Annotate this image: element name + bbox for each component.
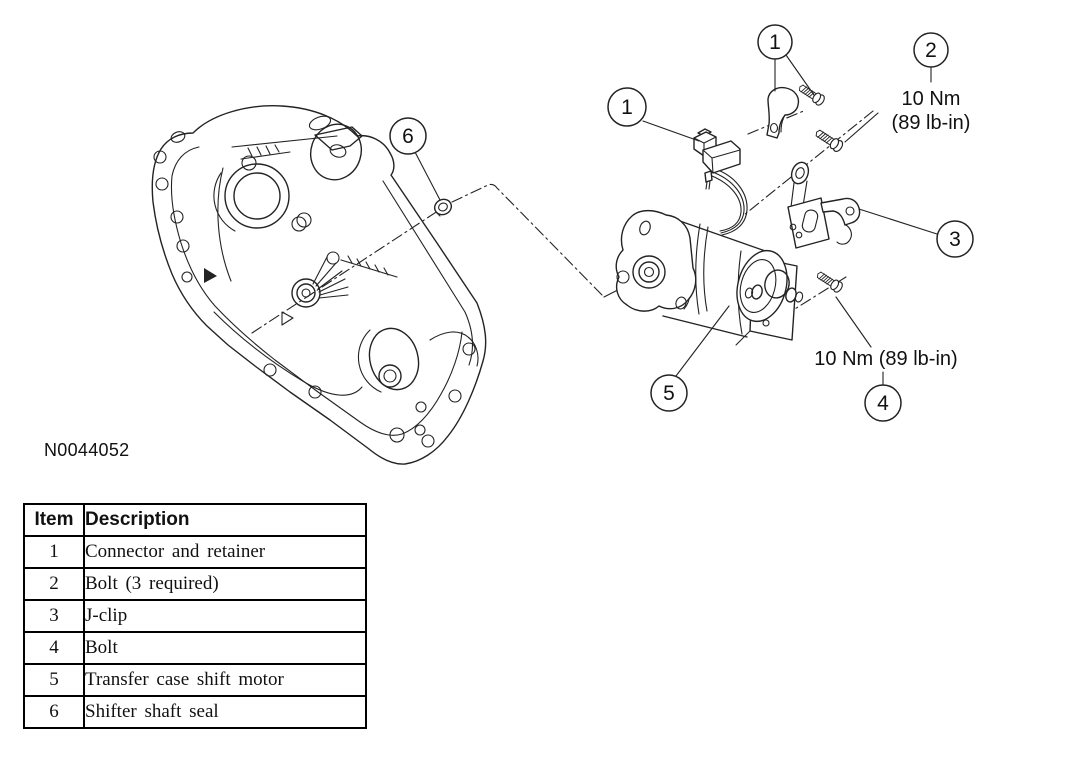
item-description: Bolt bbox=[83, 631, 367, 665]
table-row: 5 Transfer case shift motor bbox=[23, 663, 367, 697]
table-row: 4 Bolt bbox=[23, 631, 367, 665]
leader-callout5 bbox=[675, 305, 730, 377]
housing-upper-bore bbox=[213, 155, 307, 232]
callout-2: 2 bbox=[913, 32, 949, 68]
callout-1-top: 1 bbox=[757, 24, 793, 60]
transfer-case-shift-motor bbox=[615, 209, 804, 346]
housing-flange-inner-line bbox=[170, 146, 463, 436]
housing-outline bbox=[151, 105, 487, 465]
torque-spec-top-line2: (89 lb-in) bbox=[891, 112, 971, 134]
j-clip-bracket bbox=[787, 161, 861, 249]
table-row: 2 Bolt (3 required) bbox=[23, 567, 367, 601]
callout-1-top-number: 1 bbox=[769, 31, 781, 54]
bent-centerline bbox=[451, 183, 605, 298]
header-description: Description bbox=[83, 503, 367, 537]
motor-front-flange bbox=[615, 209, 697, 312]
callout-4: 4 bbox=[864, 384, 902, 422]
callout-5: 5 bbox=[650, 374, 688, 412]
item-number: 4 bbox=[23, 631, 85, 665]
bolt-middle bbox=[815, 129, 844, 153]
item-description: Transfer case shift motor bbox=[83, 663, 367, 697]
transfer-case-housing bbox=[151, 105, 487, 465]
exploded-view-diagram: 6 1 1 2 3 5 4 bbox=[151, 24, 974, 465]
connector-retainer-clip bbox=[766, 86, 800, 139]
item-number: 5 bbox=[23, 663, 85, 697]
table-row: 3 J-clip bbox=[23, 599, 367, 633]
leader-torque-bottom-to-bolt bbox=[835, 296, 872, 348]
callout-3-number: 3 bbox=[949, 228, 961, 251]
leader-lines bbox=[414, 54, 938, 386]
leader-callout1-top-b bbox=[785, 54, 815, 96]
callout-4-number: 4 bbox=[877, 392, 889, 415]
callout-1-left: 1 bbox=[607, 87, 647, 127]
housing-lower-bore bbox=[357, 327, 420, 393]
bolt-lower bbox=[817, 271, 843, 293]
callout-3: 3 bbox=[936, 220, 974, 258]
leader-torque-top-to-bolt bbox=[844, 112, 879, 143]
bolt-top bbox=[799, 84, 825, 106]
item-description: Connector and retainer bbox=[83, 535, 367, 569]
header-item: Item bbox=[23, 503, 85, 537]
item-description: Shifter shaft seal bbox=[83, 695, 367, 729]
item-number: 2 bbox=[23, 567, 85, 601]
table-header-row: Item Description bbox=[23, 503, 367, 537]
table-row: 6 Shifter shaft seal bbox=[23, 695, 367, 729]
item-description: J-clip bbox=[83, 599, 367, 633]
wire-harness bbox=[711, 169, 748, 236]
parts-table: Item Description 1 Connector and retaine… bbox=[23, 503, 367, 729]
callout-2-number: 2 bbox=[925, 39, 937, 62]
bracket-axis-centerline bbox=[743, 110, 874, 216]
leader-callout3 bbox=[858, 208, 938, 235]
callout-1-left-number: 1 bbox=[621, 96, 633, 119]
torque-spec-bottom: 10 Nm (89 lb-in) bbox=[814, 348, 958, 370]
callout-5-number: 5 bbox=[663, 382, 675, 405]
table-row: 1 Connector and retainer bbox=[23, 535, 367, 569]
leader-callout1-left bbox=[642, 120, 700, 142]
callout-6-number: 6 bbox=[402, 125, 414, 148]
leader-callout6 bbox=[414, 151, 441, 201]
shifter-shaft bbox=[291, 256, 349, 308]
callout-6: 6 bbox=[389, 117, 427, 155]
torque-spec-top: 10 Nm (89 lb-in) bbox=[855, 87, 1007, 135]
shifter-shaft-seal bbox=[433, 198, 453, 217]
torque-spec-top-line1: 10 Nm bbox=[901, 88, 961, 110]
figure-number: N0044052 bbox=[44, 440, 130, 460]
item-number: 1 bbox=[23, 535, 85, 569]
item-description: Bolt (3 required) bbox=[83, 567, 367, 601]
connector-and-retainer-connector bbox=[693, 128, 741, 190]
item-number: 6 bbox=[23, 695, 85, 729]
housing-right-inner-line bbox=[382, 180, 474, 366]
shaft-centerline bbox=[251, 204, 448, 334]
item-number: 3 bbox=[23, 599, 85, 633]
